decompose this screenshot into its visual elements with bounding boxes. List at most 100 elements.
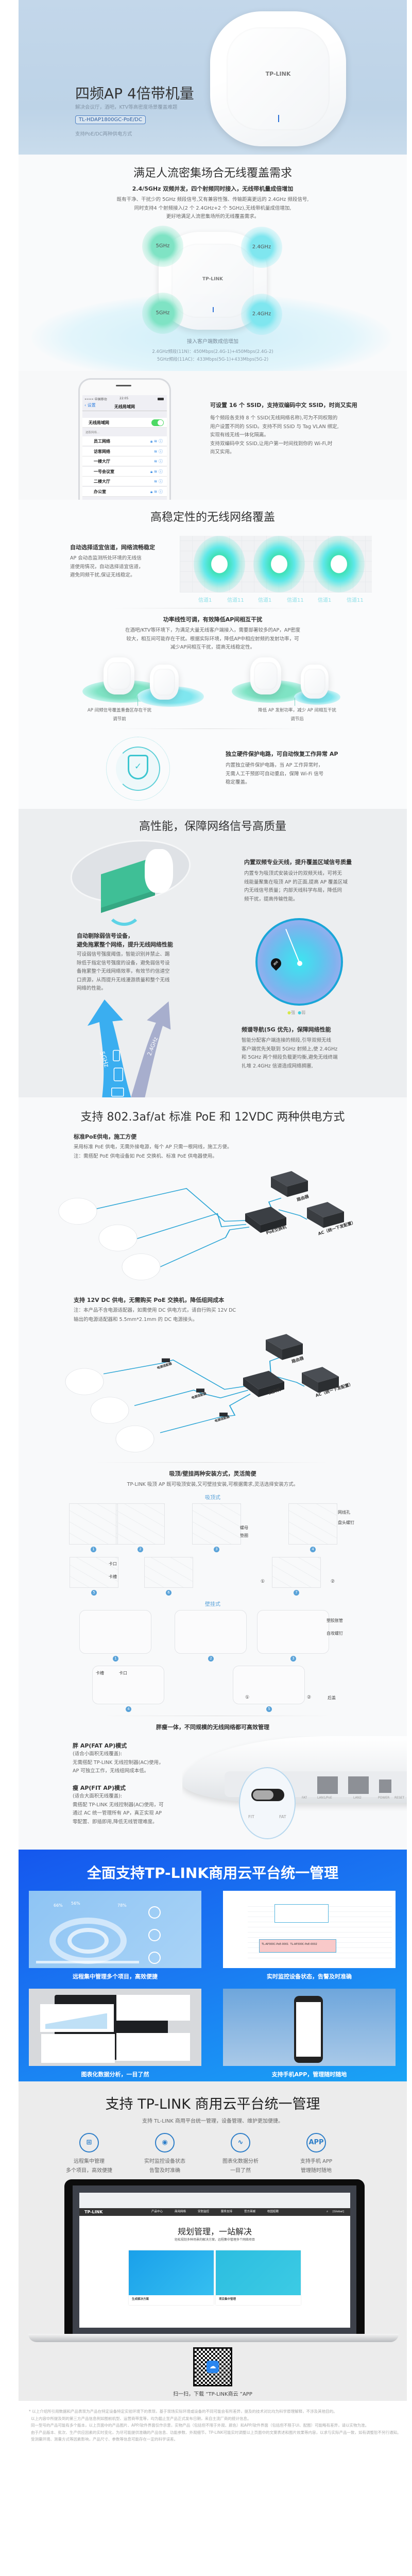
section-title: 高性能，保障网络信号高质量 (139, 820, 286, 833)
hero-banner: TP-LINK 四频AP 4倍带机量 解决会议厅，酒吧，KTV等高密度场景覆盖难… (19, 0, 407, 155)
feature-caption: 图表化数据分析 (222, 2159, 259, 2164)
nav-item[interactable]: 商用网络 (175, 2210, 186, 2213)
lock-wifi-info-icon[interactable]: 🔒︎ ≋ ⓘ (150, 489, 163, 494)
site-card[interactable]: 项目集中管理 (216, 2250, 301, 2305)
network-row[interactable]: 一楼大厅 ≋ ⓘ (82, 456, 167, 466)
battery-icon (158, 398, 164, 400)
toggle-label: 无线局域网 (89, 420, 109, 425)
port-label: LAN1/PoE (317, 1796, 332, 1800)
wifi-toggle[interactable] (151, 419, 164, 426)
install-paragraph: TP-LINK 吸顶 AP 既可吸顶安装,又可壁挂安装,可根据需求,灵活选择安装… (127, 1482, 299, 1487)
port-label: RESET (394, 1796, 405, 1800)
network-name: 一楼大厅 (94, 459, 110, 464)
disclaimer-line: 同一型号的产品可能有多个版本，以上页面中的产品图片、APP/软件界面仅作示意，实… (31, 2423, 369, 2428)
steering-title: 频谱导航(5G 优先)，保障网络性能 (242, 1026, 331, 1033)
lock-wifi-info-icon[interactable]: 🔒︎ ≋ ⓘ (150, 469, 163, 474)
channel-coverage-circle (194, 536, 245, 592)
part-label: 卡口 (109, 1562, 117, 1566)
paragraph-line: 较大，相互间可能存在干扰。根据实际环境，降低AP中相应射频的发射功率，可 (126, 636, 299, 642)
network-box (307, 1202, 344, 1228)
section-title: 支持 802.3af/at 标准 PoE 和 12VDC 两种供电方式 (80, 1111, 345, 1124)
search-icon[interactable]: ⌕ (327, 2210, 329, 2213)
wifi-toggle-row: 无线局域网 (82, 418, 167, 428)
fit-fat-switch-zoom: FIT FAT (239, 1767, 296, 1839)
paragraph-line: 客户端优先关联到 5GHz 射频上,使 2.4GHz (242, 1046, 338, 1052)
band-badge-24ghz: 2.4GHz (241, 227, 282, 268)
network-row[interactable]: 访客网络≋ ⓘ (82, 446, 167, 456)
ap-device (65, 1368, 154, 1452)
app-icon: APP (306, 2133, 326, 2153)
install-step-illustration (175, 1610, 247, 1654)
qr-code: ☁ (193, 2347, 232, 2386)
step-number: 3 (214, 1547, 219, 1552)
site-subheading: 轻松规划多种场景的解决方案，远程集中管理多个网络项目 (174, 2238, 255, 2242)
poe-title: 标准PoE供电，施工方便 (74, 1133, 137, 1140)
power-paragraph: 在酒吧/KTV等环境下，为满足大量无线客户端接入，需要部署较多的AP，AP密度 … (19, 626, 407, 652)
step-number: 2 (208, 1656, 214, 1662)
network-row[interactable]: 员工网络🔒︎ ≋ ⓘ (82, 436, 167, 446)
step-number: 7 (294, 1590, 299, 1596)
hero-title: 四频AP 4倍带机量 (75, 85, 194, 102)
power-adapter-icon (162, 1358, 228, 1417)
paragraph-line: (适合大面积无线覆盖): (73, 1793, 123, 1799)
part-label: 网线孔 (338, 1510, 350, 1515)
nav-item[interactable]: 校园招聘 (267, 2210, 279, 2213)
global-link[interactable]: [Global] (333, 2210, 344, 2213)
nav-item[interactable]: 安防监控 (198, 2210, 210, 2213)
site-heading: 规划管理，一站解决 (177, 2227, 252, 2236)
ssid-title: 可设置 16 个 SSID，支持双编码中文 SSID，时尚又实用 (210, 402, 357, 409)
wifi-info-icon[interactable]: ≋ ⓘ (153, 479, 163, 484)
channel-label: 信道11 (227, 598, 244, 603)
network-row[interactable]: 办公室🔒︎ ≋ ⓘ (82, 486, 167, 497)
cloud-card-app (223, 1989, 396, 2066)
network-box (302, 1367, 339, 1393)
disclaimer-line: 由于产品版本、批次、生产供应因素的实时变化，为尽可能提供准确的产品信息、功能参数… (31, 2430, 401, 2435)
paragraph-line: 无需搭配 TP-LINK 无线控制器(AC)使用， (73, 1759, 164, 1766)
channel-title: 自动选择适宜信道，网络流畅稳定 (70, 544, 155, 551)
nav-item[interactable]: 产品中心 (151, 2210, 163, 2213)
disclaimer-line: * 以上介绍所引用数据和产品表现为产品在特定设备特定实验环境下的表现，基于现场实… (29, 2409, 337, 2414)
paragraph-line: AP 可独立工作，无线组网成本低。 (73, 1768, 149, 1774)
card-caption: 远程集中管理多个项目，高效便捷 (73, 1973, 158, 1980)
paragraph-line: 既有干净、干扰少的 5GHz 频段信号,又有兼容性强、传输距离更远的 2.4GH… (116, 197, 309, 202)
paragraph-line: 内置专为吸顶式安装设计的双频天线，可将无 (244, 871, 342, 876)
network-row[interactable]: 二楼大厅 ≋ ⓘ (82, 477, 167, 486)
paragraph-line: 需搭配 TP-LINK 无线控制器(AC)使用，可 (73, 1802, 164, 1808)
lock-wifi-info-icon[interactable]: 🔒︎ ≋ ⓘ (150, 439, 163, 444)
mode-switch[interactable] (251, 1789, 284, 1801)
disclaimer-line: 以上内容中所提及到的第三方产品信息例如图前机型、运营商带宽等，均为截止至产品正式… (31, 2416, 251, 2421)
antenna-paragraph: 内置专为吸顶式安装设计的双频天线，可将无 线能量聚集在吸顶 AP 的正面,提高 … (244, 870, 348, 904)
paragraph-line: 实现有线无线一体化隔离。 (210, 432, 269, 438)
wifi-info-icon[interactable]: ≋ ⓘ (153, 459, 163, 464)
paragraph-line: 无需人工干预即可自动重启，保障 Wi-Fi 信号 (226, 771, 324, 777)
paragraph-line: 扎堆 2.4GHz 信道造成网络拥塞, (242, 1063, 313, 1069)
network-name: 二楼大厅 (94, 479, 110, 484)
nav-item[interactable]: 服务支持 (221, 2210, 233, 2213)
paragraph-line: 零配置、即插即用,降低无线管理难度。 (73, 1819, 158, 1825)
laptop-mockup: TP-LINK 产品中心 商用网络 安防监控 服务支持 官方商城 校园招聘 ⌕ … (64, 2179, 365, 2334)
part-label: 塑胶胀管 (327, 1618, 343, 1623)
network-row[interactable]: 一号会议室🔒︎ ≋ ⓘ (82, 466, 167, 477)
site-card[interactable]: 生成解决方案 (129, 2250, 214, 2305)
back-label: 设置 (87, 403, 96, 408)
ap-device-image: TP-LINK (210, 11, 346, 146)
part-label: ② (307, 1695, 312, 1700)
network-tree-icon: ⊞ (79, 2133, 99, 2153)
nav-item[interactable]: 官方商城 (244, 2210, 256, 2213)
part-label: 卡口 (119, 1671, 127, 1675)
paragraph-line: 用户设置不同的 SSID。支持不同 SSID 与 Tag VLAN 绑定, (210, 423, 339, 430)
5ghz-arrow (87, 999, 131, 1097)
24ghz-arrow (131, 1001, 171, 1097)
back-button[interactable]: ‹ 设置 (84, 403, 96, 408)
wifi-info-icon[interactable]: ≋ ⓘ (153, 449, 163, 454)
ceiling-label: 吸顶式 (205, 1495, 220, 1501)
protection-paragraph: 内置独立硬件保护电路，当 AP 工作异常时， 无需人工干预即可自动重启，保障 W… (226, 761, 323, 787)
dc-paragraph: 注：本产品不含电源适配器，如需使用 DC 供电方式，请自行购买 12V DC 输… (74, 1306, 236, 1325)
fat-label: FAT (279, 1815, 286, 1819)
alert-device: TL-AP300C-PoE-0002 (290, 1943, 317, 1946)
feature-caption: 一目了然 (230, 2168, 251, 2174)
kick-paragraph: 可设弱信号强度阈值，智能识别并禁止、踢 除低于指定信号强度的设备，避免弱信号设 … (77, 951, 170, 993)
laptop-icon (111, 1088, 124, 1097)
wifi-signal-icon (106, 892, 142, 926)
port-label: LAN2 (353, 1796, 362, 1800)
